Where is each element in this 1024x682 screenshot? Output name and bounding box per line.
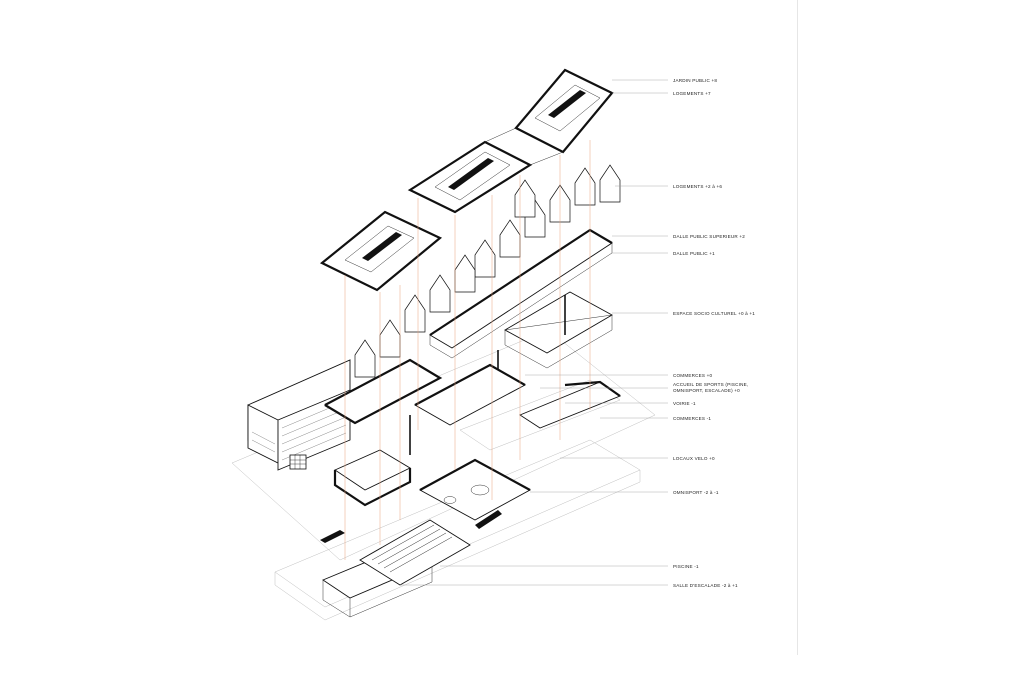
omnisport-hall (419, 458, 531, 529)
socio-cultural-frame (409, 291, 613, 455)
label-voirie: VOIRIE -1 (673, 401, 696, 406)
page-edge-rule (797, 0, 798, 655)
housing-gables (354, 164, 621, 378)
label-piscine: PISCINE -1 (673, 564, 699, 569)
roof-slab-west (319, 210, 443, 292)
leader-lines (400, 79, 668, 586)
label-locaux-velo: LOCAUX VELO +0 (673, 456, 715, 461)
bike-storage (333, 449, 412, 507)
commerce-level (414, 363, 621, 451)
label-omnisport: OMNISPORT -2 à -1 (673, 490, 719, 495)
label-dalle-superieur: DALLE PUBLIC SUPERIEUR +2 (673, 234, 745, 239)
label-dalle-public: DALLE PUBLIC +1 (673, 251, 715, 256)
left-tower-block (247, 359, 351, 471)
label-accueil-sports-line2: OMNISPORT, ESCALADE) +0 (673, 388, 740, 393)
annotation-labels: JARDIN PUBLIC +8 LOGEMENTS +7 LOGEMENTS … (673, 78, 755, 588)
label-commerces-0: COMMERCES +0 (673, 373, 713, 378)
label-espace-socio-culturel: ESPACE SOCIO CULTUREL +0 à +1 (673, 311, 755, 316)
swimming-pool (320, 519, 471, 586)
label-logements-2-6: LOGEMENTS +2 à +6 (673, 184, 722, 189)
label-commerces-1: COMMERCES -1 (673, 416, 711, 421)
roof-garden-slab-east (407, 68, 614, 214)
vertical-projection-lines (344, 140, 591, 560)
label-logements-7: LOGEMENTS +7 (673, 91, 711, 96)
label-jardin-public: JARDIN PUBLIC +8 (673, 78, 717, 83)
base-slab (231, 329, 656, 621)
label-accueil-sports-line1: ACCUEIL DE SPORTS (PISCINE, (673, 382, 748, 387)
label-salle-escalade: SALLE D'ESCALADE -2 à +1 (673, 583, 738, 588)
